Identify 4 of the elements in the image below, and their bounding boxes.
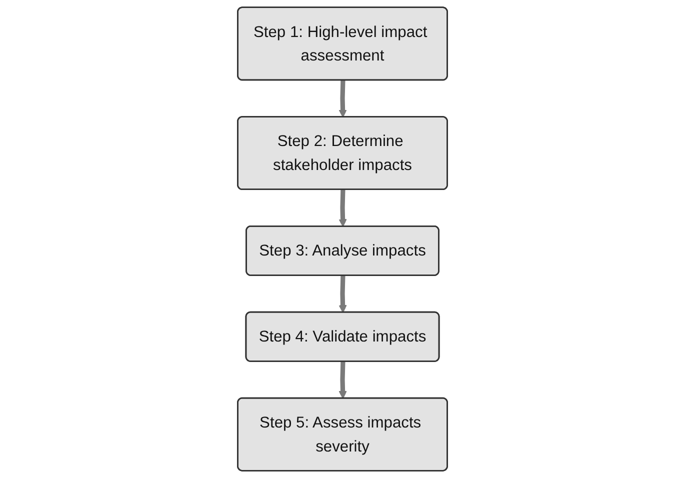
arrow xyxy=(338,80,347,118)
arrow xyxy=(338,276,347,313)
arrow xyxy=(338,362,347,399)
arrow xyxy=(338,190,347,227)
